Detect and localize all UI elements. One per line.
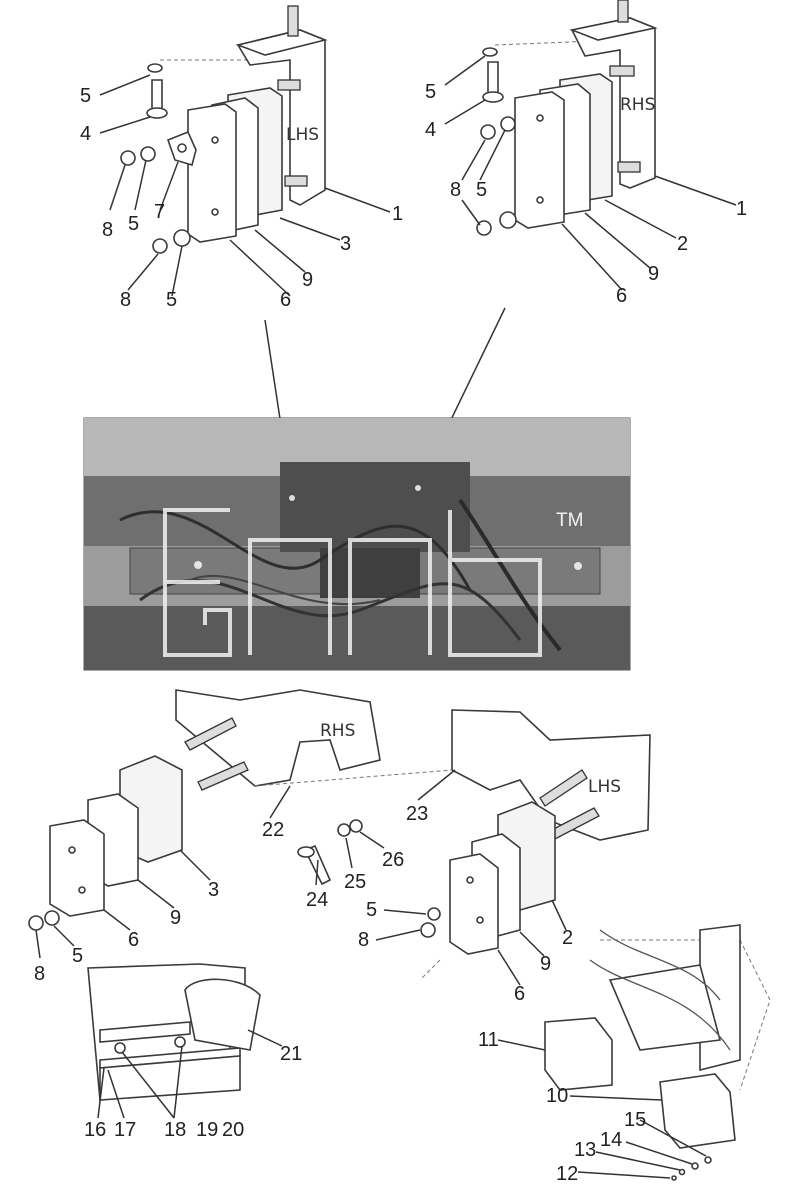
washer-5-top-left	[147, 63, 163, 73]
callout-3: 3	[340, 233, 351, 255]
callout-17: 17	[114, 1119, 136, 1141]
bracket-1-left-top	[235, 29, 328, 56]
callout-6: 6	[128, 929, 139, 951]
callout-19: 19	[196, 1119, 218, 1141]
callout-22: 22	[262, 819, 284, 841]
callout-6: 6	[514, 983, 525, 1005]
label-lhs-top: LHS	[286, 125, 319, 145]
watermark-logo	[163, 508, 542, 657]
washer-5-left-lower	[173, 229, 191, 247]
callout-25: 25	[344, 871, 366, 893]
cable-tray-detail: 21 16 17 18 19 20	[84, 963, 302, 1141]
callout-8: 8	[102, 219, 113, 241]
callout-6: 6	[280, 289, 291, 311]
callout-13: 13	[574, 1139, 596, 1161]
callout-11: 11	[478, 1029, 499, 1051]
callout-1: 1	[392, 203, 403, 225]
trademark-symbol: TM	[556, 510, 583, 531]
bottom-left-stack: 3 9 6 5 8	[28, 755, 219, 985]
callout-8: 8	[120, 289, 131, 311]
callout-26: 26	[382, 849, 404, 871]
plate-6-right	[514, 91, 565, 229]
callout-8: 8	[34, 963, 45, 985]
callout-9: 9	[648, 263, 659, 285]
callout-4: 4	[425, 119, 436, 141]
bottom-right-stack: 5 8 2 9 6	[358, 801, 573, 1005]
nut-8-left-lower	[152, 238, 168, 254]
stud-top-left	[287, 5, 299, 37]
nut-8-left-upper	[120, 150, 136, 166]
stud-22-upper	[184, 717, 237, 751]
callout-7: 7	[154, 201, 165, 223]
strip-16	[99, 1021, 191, 1043]
callout-14: 14	[600, 1129, 622, 1151]
callout-9: 9	[302, 269, 313, 291]
callout-5: 5	[80, 85, 91, 107]
callout-2: 2	[562, 927, 573, 949]
callout-5: 5	[366, 899, 377, 921]
label-lhs-bottom: LHS	[588, 777, 621, 797]
callout-23: 23	[406, 803, 428, 825]
housing-11	[544, 1017, 613, 1091]
stud-left-lower	[284, 175, 308, 187]
top-right-assembly: RHS 5 4 8 5 1 2 9 6	[425, 0, 747, 307]
callout-21: 21	[280, 1043, 302, 1065]
callout-5: 5	[425, 81, 436, 103]
bolt-4-right	[487, 61, 499, 95]
callout-20: 20	[222, 1119, 244, 1141]
callout-3: 3	[208, 879, 219, 901]
bracket-22-rhs	[175, 689, 381, 787]
callout-24: 24	[306, 889, 328, 911]
callout-4: 4	[80, 123, 91, 145]
label-rhs-bottom: RHS	[320, 721, 355, 741]
callout-5: 5	[128, 213, 139, 235]
top-left-assembly: LHS 5 4 8 5 7 1 3 9 8 5 6	[80, 5, 403, 311]
cover-21	[184, 978, 261, 1051]
washer-5-left-upper	[140, 146, 156, 162]
callout-8: 8	[358, 929, 369, 951]
callout-12: 12	[556, 1163, 578, 1185]
installation-photo: TM	[83, 417, 631, 671]
callout-6: 6	[616, 285, 627, 307]
callout-8: 8	[450, 179, 461, 201]
callout-15: 15	[624, 1109, 646, 1131]
bracket-23-lhs	[451, 709, 651, 841]
label-rhs-top: RHS	[620, 95, 655, 115]
callout-2: 2	[677, 233, 688, 255]
callout-1: 1	[736, 198, 747, 220]
bottom-bracket-assembly: RHS LHS 22 23 24 25 26	[175, 689, 651, 911]
callout-16: 16	[84, 1119, 106, 1141]
callout-5: 5	[166, 289, 177, 311]
stud-left-upper	[277, 79, 301, 91]
callout-18: 18	[164, 1119, 186, 1141]
plate-6-bottom	[49, 819, 105, 917]
connector-detail: 11 10 15 14 13 12	[478, 924, 771, 1185]
callout-5: 5	[476, 179, 487, 201]
callout-10: 10	[546, 1085, 568, 1107]
housing-10	[659, 1073, 736, 1149]
callout-9: 9	[170, 907, 181, 929]
callout-5: 5	[72, 945, 83, 967]
callout-9: 9	[540, 953, 551, 975]
stud-22-lower	[197, 761, 249, 791]
plate-6-bottom-right	[449, 853, 499, 955]
plate-6-left	[187, 103, 237, 243]
